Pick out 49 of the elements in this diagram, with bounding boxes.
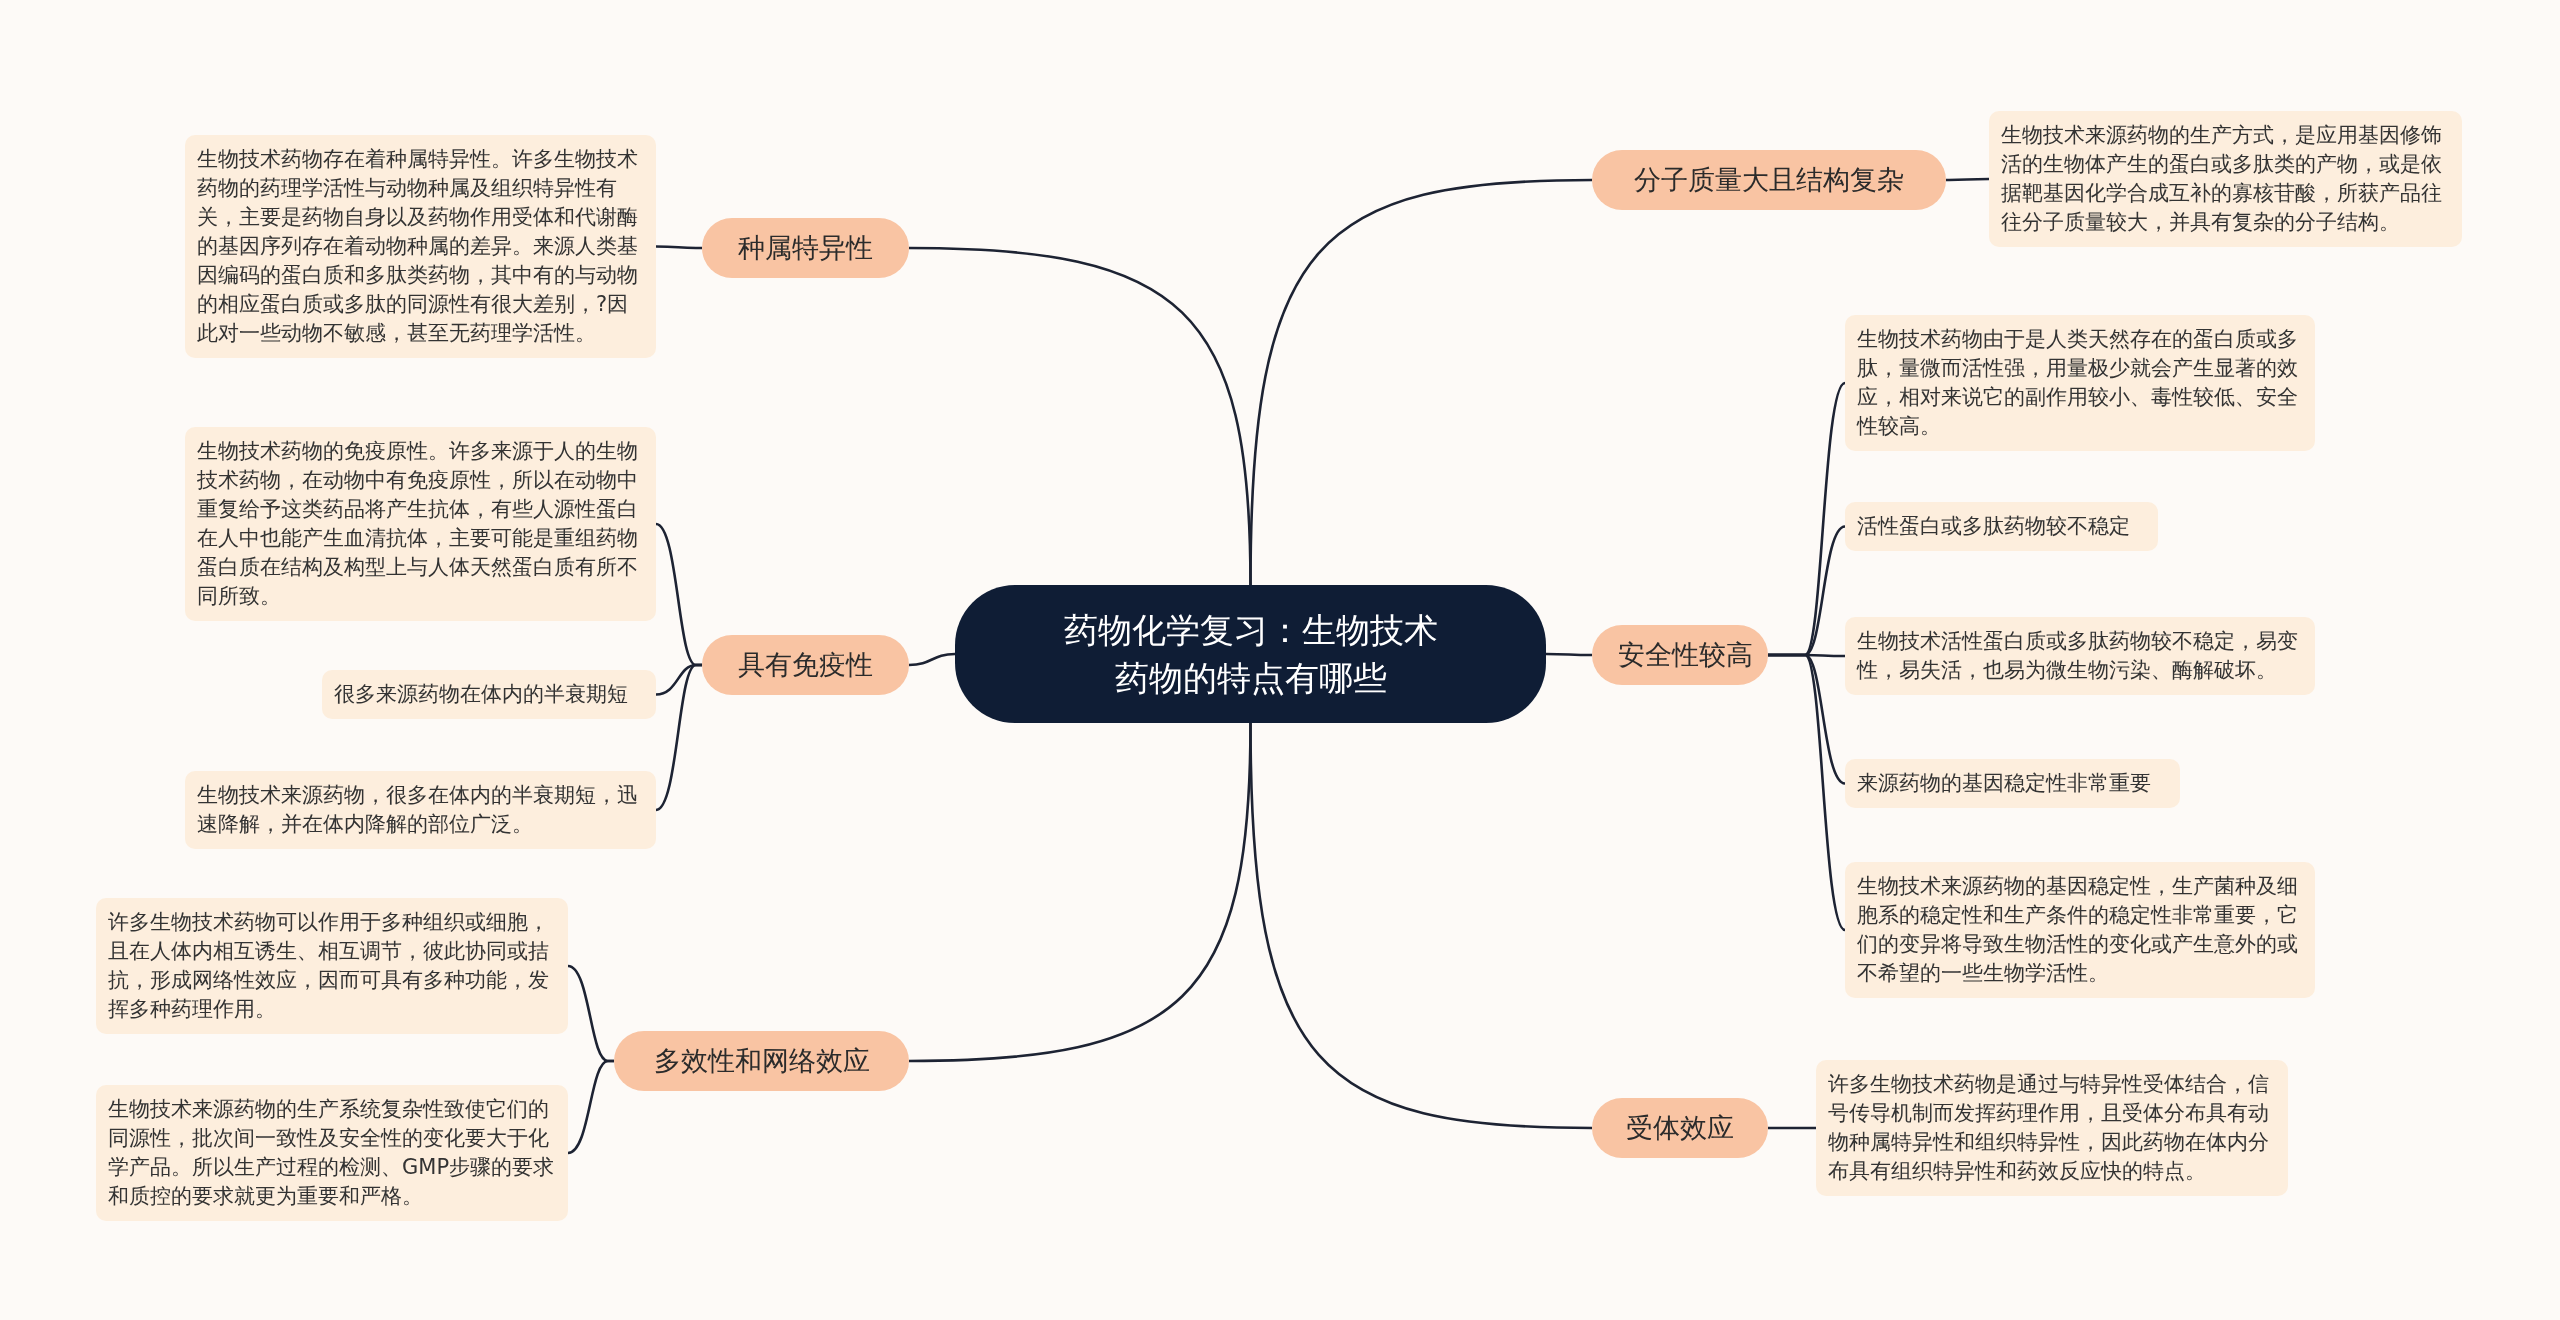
detail-text: 生物技术药物由于是人类天然存在的蛋白质或多肽，量微而活性强，用量极少就会产生显著的效应，相对来说它的副作用较小、毒性较低、安全性较高。 bbox=[1857, 327, 2298, 438]
detail-card bbox=[96, 1085, 568, 1221]
branch-topic bbox=[702, 635, 909, 695]
detail-text: 生物技术来源药物的生产方式，是应用基因修饰活的生物体产生的蛋白或多肽类的产物，或是依据靶基因化学合成互补的寡核苷酸，所获产品往往分子质量较大，并具有复杂的分子结构。 bbox=[2001, 123, 2442, 234]
central-topic-text: 药物化学复习：生物技术药物的特点有哪些 bbox=[1062, 609, 1439, 700]
branch-topic-text: 多效性和网络效应 bbox=[653, 1045, 870, 1076]
detail-text: 生物技术来源药物的生产系统复杂性致使它们的同源性，批次间一致性及安全性的变化要大于化学产品。所以生产过程的检测、GMP步骤的要求和质控的要求就更为重要和严格。 bbox=[108, 1097, 555, 1208]
detail-card bbox=[1845, 315, 2315, 451]
connector-line bbox=[1546, 652, 1592, 657]
branch-topic bbox=[1592, 625, 1768, 685]
detail-card bbox=[1989, 111, 2462, 247]
connector-line bbox=[1768, 1126, 1816, 1130]
detail-card bbox=[1845, 758, 2180, 808]
branch-topic bbox=[1592, 1098, 1768, 1158]
detail-card bbox=[185, 771, 656, 849]
connector-line bbox=[1249, 722, 1593, 1130]
detail-text: 生物技术来源药物，很多在体内的半衰期短，迅速降解，并在体内降解的部位广泛。 bbox=[197, 783, 638, 836]
detail-card bbox=[96, 898, 568, 1034]
detail-card bbox=[322, 669, 656, 719]
detail-text: 来源药物的基因稳定性非常重要 bbox=[1857, 770, 2151, 795]
detail-text: 生物技术来源药物的基因稳定性，生产菌种及细胞系的稳定性和生产条件的稳定性非常重要，它们的变异将导致生物活性的变化或产生意外的或不希望的一些生物学活性。 bbox=[1857, 874, 2298, 985]
branch-topic-text: 受体效应 bbox=[1626, 1112, 1734, 1143]
branch-topic bbox=[702, 218, 909, 278]
connector-line bbox=[1249, 178, 1593, 586]
detail-text: 很多来源药物在体内的半衰期短 bbox=[334, 681, 628, 706]
detail-text: 生物技术药物的免疫原性。许多来源于人的生物技术药物，在动物中有免疫原性，所以在动物中重复给予这类药品将产生抗体，有些人源性蛋白在人中也能产生血清抗体，主要可能是重组药物蛋白质在结构及构型上与人体天然蛋白质有所不同所致。 bbox=[197, 439, 638, 608]
detail-text: 许多生物技术药物可以作用于多种组织或细胞，且在人体内相互诱生、相互调节，彼此协同或拮抗，形成网络性效应，因而可具有多种功能，发挥多种药理作用。 bbox=[108, 910, 549, 1021]
detail-card bbox=[1816, 1060, 2288, 1196]
branch-topic-text: 分子质量大且结构复杂 bbox=[1634, 164, 1904, 195]
branch-topic-text: 具有免疫性 bbox=[738, 649, 873, 680]
detail-card bbox=[185, 134, 656, 358]
detail-card bbox=[185, 427, 656, 621]
connector-line bbox=[1768, 653, 1846, 931]
connector-line bbox=[567, 1059, 614, 1155]
branch-topic bbox=[1592, 150, 1946, 210]
detail-text: 生物技术药物存在着种属特异性。许多生物技术药物的药理学活性与动物种属及组织特异性有关，主要是药物自身以及药物作用受体和代谢酶的基因序列存在着动物种属的差异。来源人类基因编码的蛋白质和多肽类药物，其中有的与动物的相应蛋白质或多肽的同源性有很大差别，?因此对一些动物不敏感，甚至无药理学活性。 bbox=[197, 146, 638, 345]
branch-topic bbox=[614, 1031, 909, 1091]
connector-line bbox=[655, 663, 702, 812]
detail-text: 活性蛋白或多肽药物较不稳定 bbox=[1857, 513, 2130, 538]
branch-topic-text: 种属特异性 bbox=[738, 232, 873, 263]
detail-card bbox=[1845, 501, 2158, 551]
detail-card bbox=[1845, 862, 2315, 998]
detail-text: 许多生物技术药物是通过与特异性受体结合，信号传导机制而发挥药理作用，且受体分布具有动物种属特异性和组织特异性，因此药物在体内分布具有组织特异性和药效反应快的特点。 bbox=[1828, 1072, 2269, 1183]
detail-text: 生物技术活性蛋白质或多肽药物较不稳定，易变性，易失活，也易为微生物污染、酶解破坏。 bbox=[1857, 629, 2298, 682]
branch-topic-text: 安全性较高 bbox=[1618, 639, 1753, 670]
connector-line bbox=[1946, 177, 1989, 182]
connector-line bbox=[656, 245, 702, 250]
connector-line bbox=[908, 652, 956, 667]
detail-card bbox=[1845, 617, 2315, 695]
